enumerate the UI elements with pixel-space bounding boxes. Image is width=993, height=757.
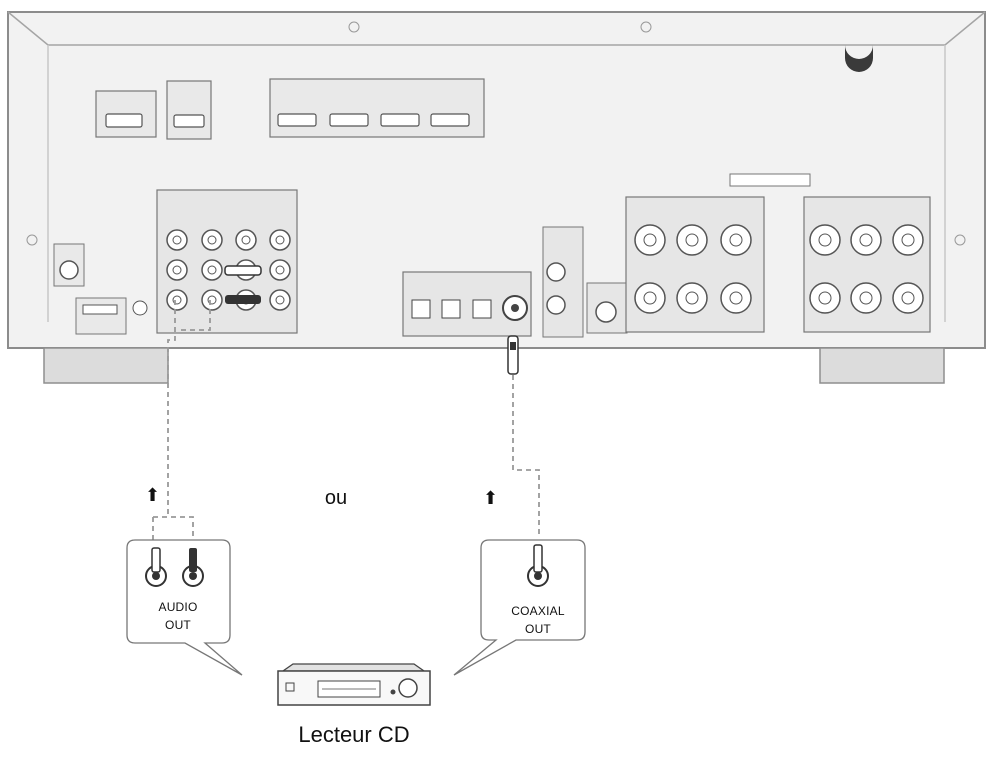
- jack-icon: [892, 282, 924, 314]
- antenna-usb-section: [53, 243, 148, 335]
- jack-icon: [166, 229, 188, 251]
- audio-out-callout: [126, 539, 243, 676]
- device-caption: Lecteur CD: [298, 722, 410, 747]
- jack-icon: [201, 229, 223, 251]
- rca-jack-icon: [145, 547, 167, 587]
- analog-cable: [152, 300, 211, 540]
- audio-out-label-line1: AUDIO: [158, 600, 198, 614]
- rca-input-section: [156, 189, 298, 334]
- jack-icon: [269, 229, 291, 251]
- speaker-terminals-section: [625, 173, 931, 333]
- jack-icon: [676, 282, 708, 314]
- jack-icon: [634, 282, 666, 314]
- digital-audio-in-section: [402, 271, 532, 337]
- jack-icon: [201, 259, 223, 281]
- cd-player-icon: [277, 663, 431, 706]
- jack-icon: [235, 229, 257, 251]
- jack-icon: [720, 224, 752, 256]
- rca-jack-icon: [527, 544, 549, 587]
- jack-icon: [166, 259, 188, 281]
- coaxial-out-label-line2: OUT: [525, 622, 551, 636]
- up-arrow-icon: ⬆: [483, 488, 499, 508]
- hdmi-section: [95, 78, 485, 140]
- preout-section: [542, 226, 628, 338]
- jack-icon: [850, 224, 882, 256]
- jack-icon: [809, 282, 841, 314]
- jack-icon: [269, 289, 291, 311]
- coaxial-out-label: COAXIAL OUT: [495, 602, 581, 638]
- coaxial-cable: [512, 375, 540, 537]
- jack-icon: [850, 282, 882, 314]
- up-arrow-icon: ⬆: [145, 485, 161, 505]
- rca-plugs-on-receiver: [224, 265, 262, 304]
- ou-label: ou: [324, 487, 348, 509]
- jack-icon: [269, 259, 291, 281]
- jack-icon: [892, 224, 924, 256]
- coaxial-out-label-line1: COAXIAL: [511, 604, 565, 618]
- rca-jack-icon: [182, 548, 204, 587]
- jack-icon: [809, 224, 841, 256]
- coaxial-out-callout: [453, 539, 586, 676]
- jack-icon: [634, 224, 666, 256]
- jack-icon: [720, 282, 752, 314]
- audio-out-label-line2: OUT: [165, 618, 191, 632]
- jack-icon: [201, 289, 223, 311]
- audio-out-label: AUDIO OUT: [138, 598, 218, 634]
- jack-icon: [676, 224, 708, 256]
- jack-icon: [166, 289, 188, 311]
- coaxial-plug-on-receiver: [507, 335, 519, 375]
